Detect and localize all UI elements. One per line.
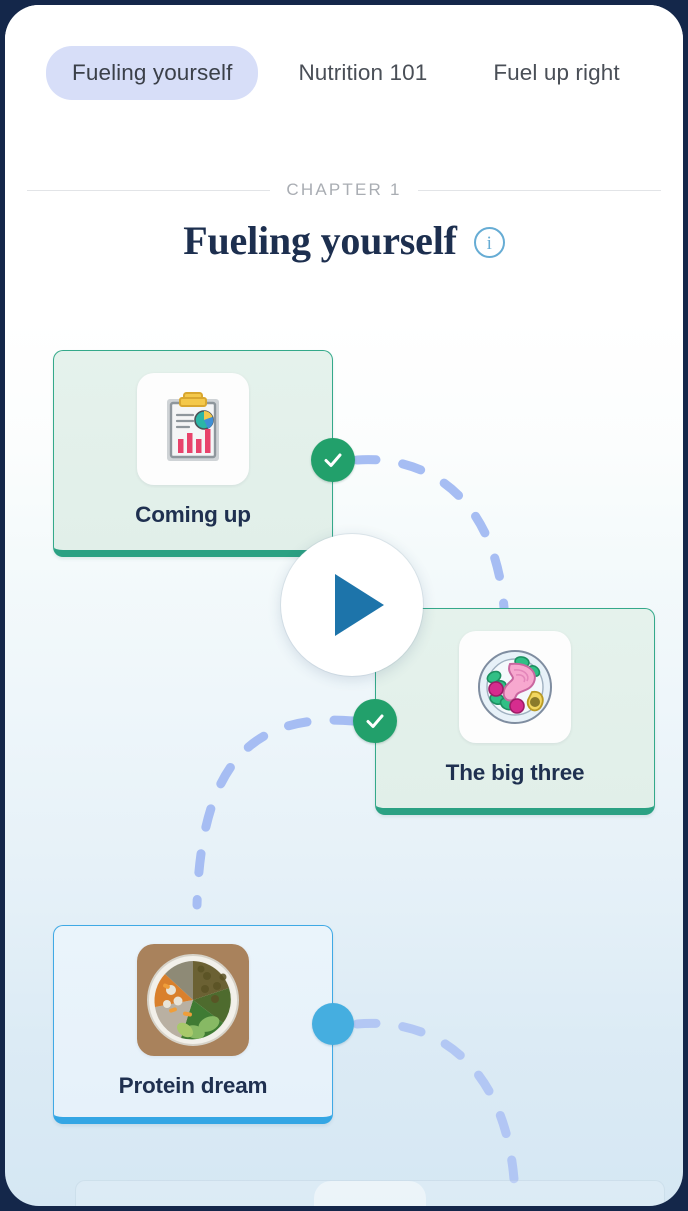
info-icon-glyph: i xyxy=(486,232,492,254)
clipboard-report-icon xyxy=(167,392,219,461)
connector-lesson3-to-lesson4 xyxy=(352,1018,520,1200)
lesson-thumbnail-salmon-plate xyxy=(459,631,571,743)
lesson-node-completed-1[interactable] xyxy=(311,438,355,482)
lesson-label: Coming up xyxy=(135,502,251,527)
lesson-label: Protein dream xyxy=(118,1073,268,1098)
lesson-card-coming-up[interactable]: Coming up xyxy=(53,350,333,557)
lesson-node-current[interactable] xyxy=(312,1003,354,1045)
lesson-node-completed-2[interactable] xyxy=(353,699,397,743)
chapter-divider: CHAPTER 1 xyxy=(5,180,683,200)
lesson-thumbnail-grain-bowl xyxy=(137,944,249,1056)
chapter-title-row: Fueling yourself i xyxy=(5,217,683,264)
connector-lesson2-to-lesson3 xyxy=(192,715,358,910)
tab-nutrition-101[interactable]: Nutrition 101 xyxy=(272,46,453,100)
chapter-eyebrow-label: CHAPTER 1 xyxy=(286,180,402,199)
play-icon xyxy=(334,574,384,636)
info-icon[interactable]: i xyxy=(473,227,505,258)
check-icon xyxy=(366,714,384,728)
lesson-thumbnail-clipboard xyxy=(137,373,249,485)
app-screen: Fueling yourself Nutrition 101 Fuel up r… xyxy=(5,5,683,1206)
pie-chart-glyph xyxy=(194,410,214,430)
lesson-card-protein-dream[interactable]: Protein dream xyxy=(53,925,333,1124)
tab-fueling-yourself[interactable]: Fueling yourself xyxy=(46,46,259,100)
divider-line-right xyxy=(417,189,661,191)
page-title: Fueling yourself xyxy=(183,218,457,263)
tab-fuel-up-right[interactable]: Fuel up right xyxy=(467,46,645,100)
grain-bowl-icon xyxy=(137,944,249,1056)
divider-line-left xyxy=(27,189,271,191)
lesson-path-map: Coming up xyxy=(5,305,683,1206)
lesson-label: The big three xyxy=(445,760,585,785)
play-button[interactable] xyxy=(281,534,423,676)
lesson-card-the-big-three[interactable]: The big three xyxy=(375,608,655,815)
lesson-thumbnail-placeholder xyxy=(314,1181,426,1206)
tab-bar: Fueling yourself Nutrition 101 Fuel up r… xyxy=(5,5,683,141)
check-icon xyxy=(324,453,342,467)
salmon-plate-icon xyxy=(478,650,552,724)
lesson-card-next-locked[interactable] xyxy=(75,1180,665,1206)
bar-chart-glyph xyxy=(178,429,211,453)
